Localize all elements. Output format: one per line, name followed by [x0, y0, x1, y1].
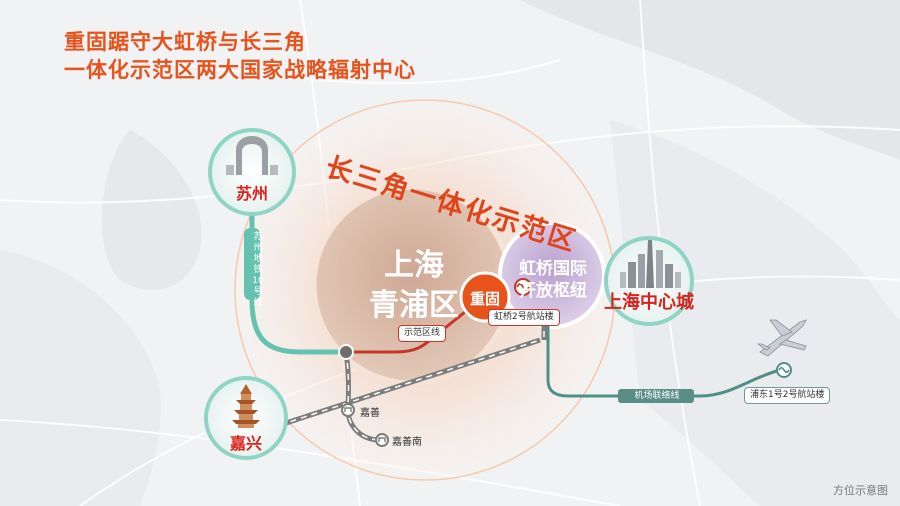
hongqiao-hub-disk [498, 221, 606, 329]
hub-line-1: 虹桥国际 [519, 259, 587, 279]
airport-link-route [546, 310, 781, 398]
station-pudong-t2: 浦东1号2号航站楼 [744, 387, 831, 404]
city-label-shanghai-center: 上海中心城 [604, 292, 694, 313]
metro-logo-icon [776, 362, 792, 378]
headline-line-2: 一体化示范区两大国家战略辐射中心 [64, 58, 416, 82]
city-label-jiaxing: 嘉兴 [230, 434, 263, 453]
rail-station-icon [375, 433, 389, 447]
footnote: 方位示意图 [833, 484, 888, 497]
anchor-town-label: 重固 [469, 290, 500, 308]
district-label: 上海 青浦区 [360, 246, 468, 326]
district-line-1: 上海 [384, 248, 444, 283]
demo-line-label: 示范区线 [398, 325, 447, 342]
hub-line-2: 开放枢纽 [519, 281, 587, 301]
city-label-suzhou: 苏州 [236, 184, 269, 203]
station-jiashan-south: 嘉善南 [392, 437, 422, 448]
airplane-icon [756, 319, 807, 357]
station-hongqiao-t2: 虹桥2号航站楼 [488, 309, 560, 326]
station-jiashan: 嘉善 [360, 408, 380, 419]
suzhou-city-circle [208, 128, 296, 216]
airport-link-bar [618, 389, 694, 403]
district-line-2: 青浦区 [369, 288, 459, 323]
jiaxing-city-circle [204, 376, 288, 460]
metro-logo-icon [514, 278, 532, 296]
headline-line-1: 重固踞守大虹桥与长三角 [64, 30, 306, 54]
suzhou-metro-line-bar [244, 228, 260, 300]
suzhou-metro-label: 苏州地铁10号线 [252, 232, 264, 308]
hub-label: 虹桥国际 开放枢纽 [508, 258, 598, 302]
suzhou-metro-line [249, 200, 346, 355]
rail-station-icon [341, 403, 355, 417]
airport-link-label: 机场联络线 [634, 391, 680, 401]
shanghai-center-circle [604, 236, 694, 326]
headline: 重固踞守大虹桥与长三角 一体化示范区两大国家战略辐射中心 [64, 28, 416, 84]
junction-node [338, 344, 354, 360]
